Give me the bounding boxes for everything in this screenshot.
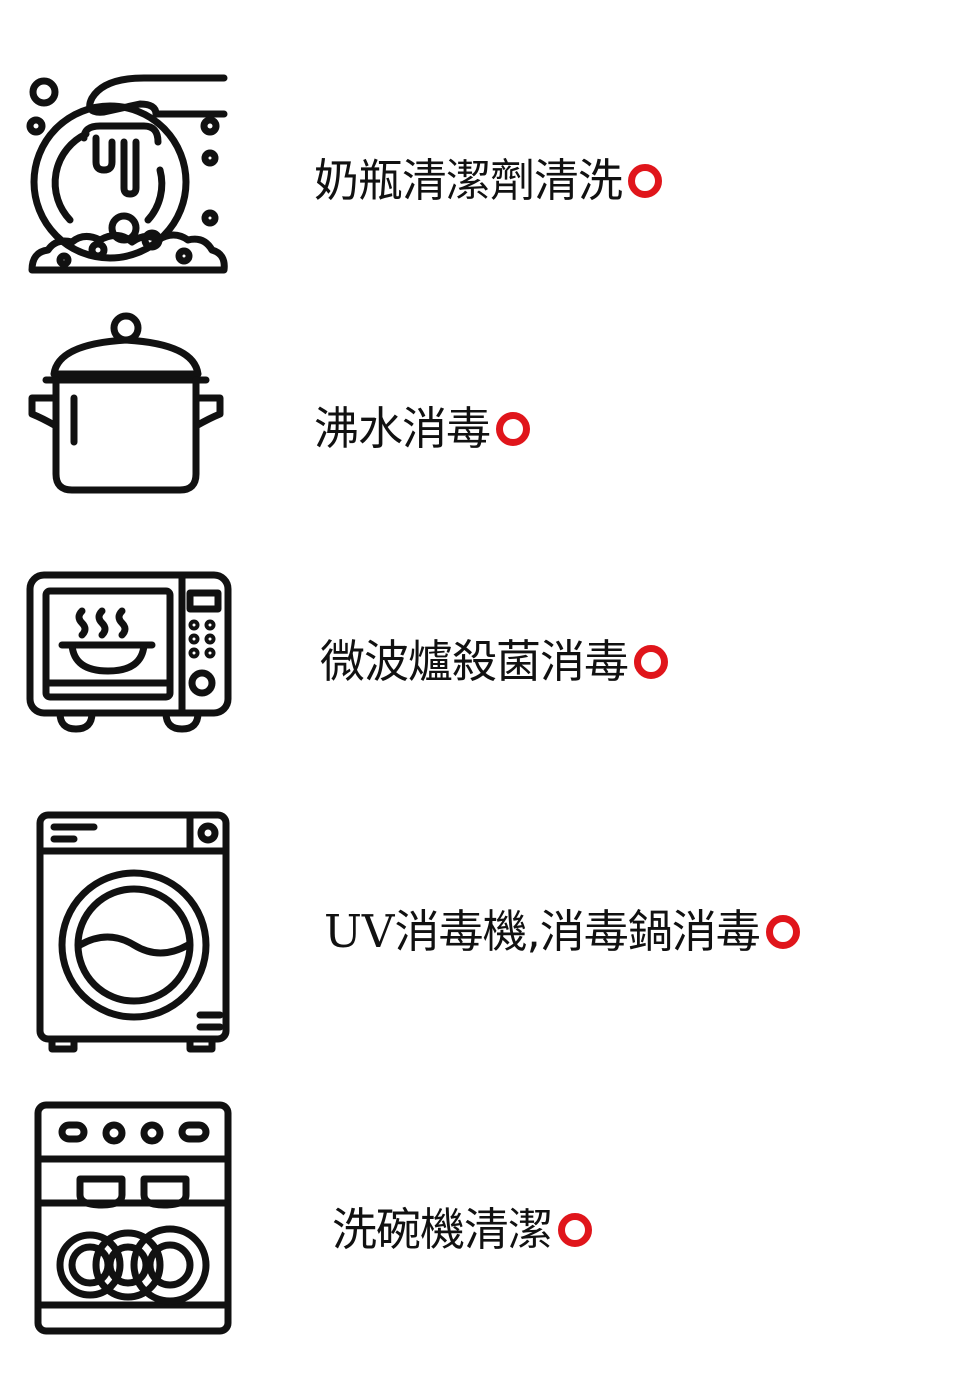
cleaning-method-label: UV 消毒機,消毒鍋消毒 bbox=[324, 909, 800, 954]
red-circle-icon bbox=[558, 1212, 593, 1247]
red-circle-icon bbox=[496, 411, 531, 446]
cleaning-method-label: 奶瓶清潔劑清洗 bbox=[314, 154, 663, 207]
item-text: 奶瓶清潔劑清洗 bbox=[314, 154, 623, 207]
item-text: 消毒機,消毒鍋消毒 bbox=[394, 905, 760, 958]
cleaning-method-item: 微波爐殺菌消毒 bbox=[0, 565, 958, 735]
red-circle-icon bbox=[765, 914, 800, 949]
cooking-pot-icon bbox=[24, 310, 229, 500]
item-text: 沸水消毒 bbox=[314, 402, 491, 455]
cleaning-method-item: UV 消毒機,消毒鍋消毒 bbox=[0, 805, 958, 1055]
red-circle-icon bbox=[634, 644, 669, 679]
item-text: 微波爐殺菌消毒 bbox=[320, 635, 629, 688]
dishwasher-icon bbox=[24, 1095, 234, 1340]
item-text: 洗碗機清潔 bbox=[332, 1203, 553, 1256]
washing-machine-icon bbox=[24, 805, 234, 1055]
cleaning-method-item: 沸水消毒 bbox=[0, 310, 958, 500]
dish-washing-hand-icon bbox=[24, 70, 229, 280]
cleaning-method-label: 微波爐殺菌消毒 bbox=[320, 635, 669, 688]
red-circle-icon bbox=[628, 163, 663, 198]
item-text-prefix: UV bbox=[324, 905, 395, 958]
microwave-oven-icon bbox=[24, 565, 234, 735]
cleaning-method-item: 奶瓶清潔劑清洗 bbox=[0, 70, 958, 280]
cleaning-method-label: 洗碗機清潔 bbox=[332, 1203, 593, 1256]
cleaning-method-label: 沸水消毒 bbox=[314, 402, 531, 455]
cleaning-method-item: 洗碗機清潔 bbox=[0, 1095, 958, 1340]
